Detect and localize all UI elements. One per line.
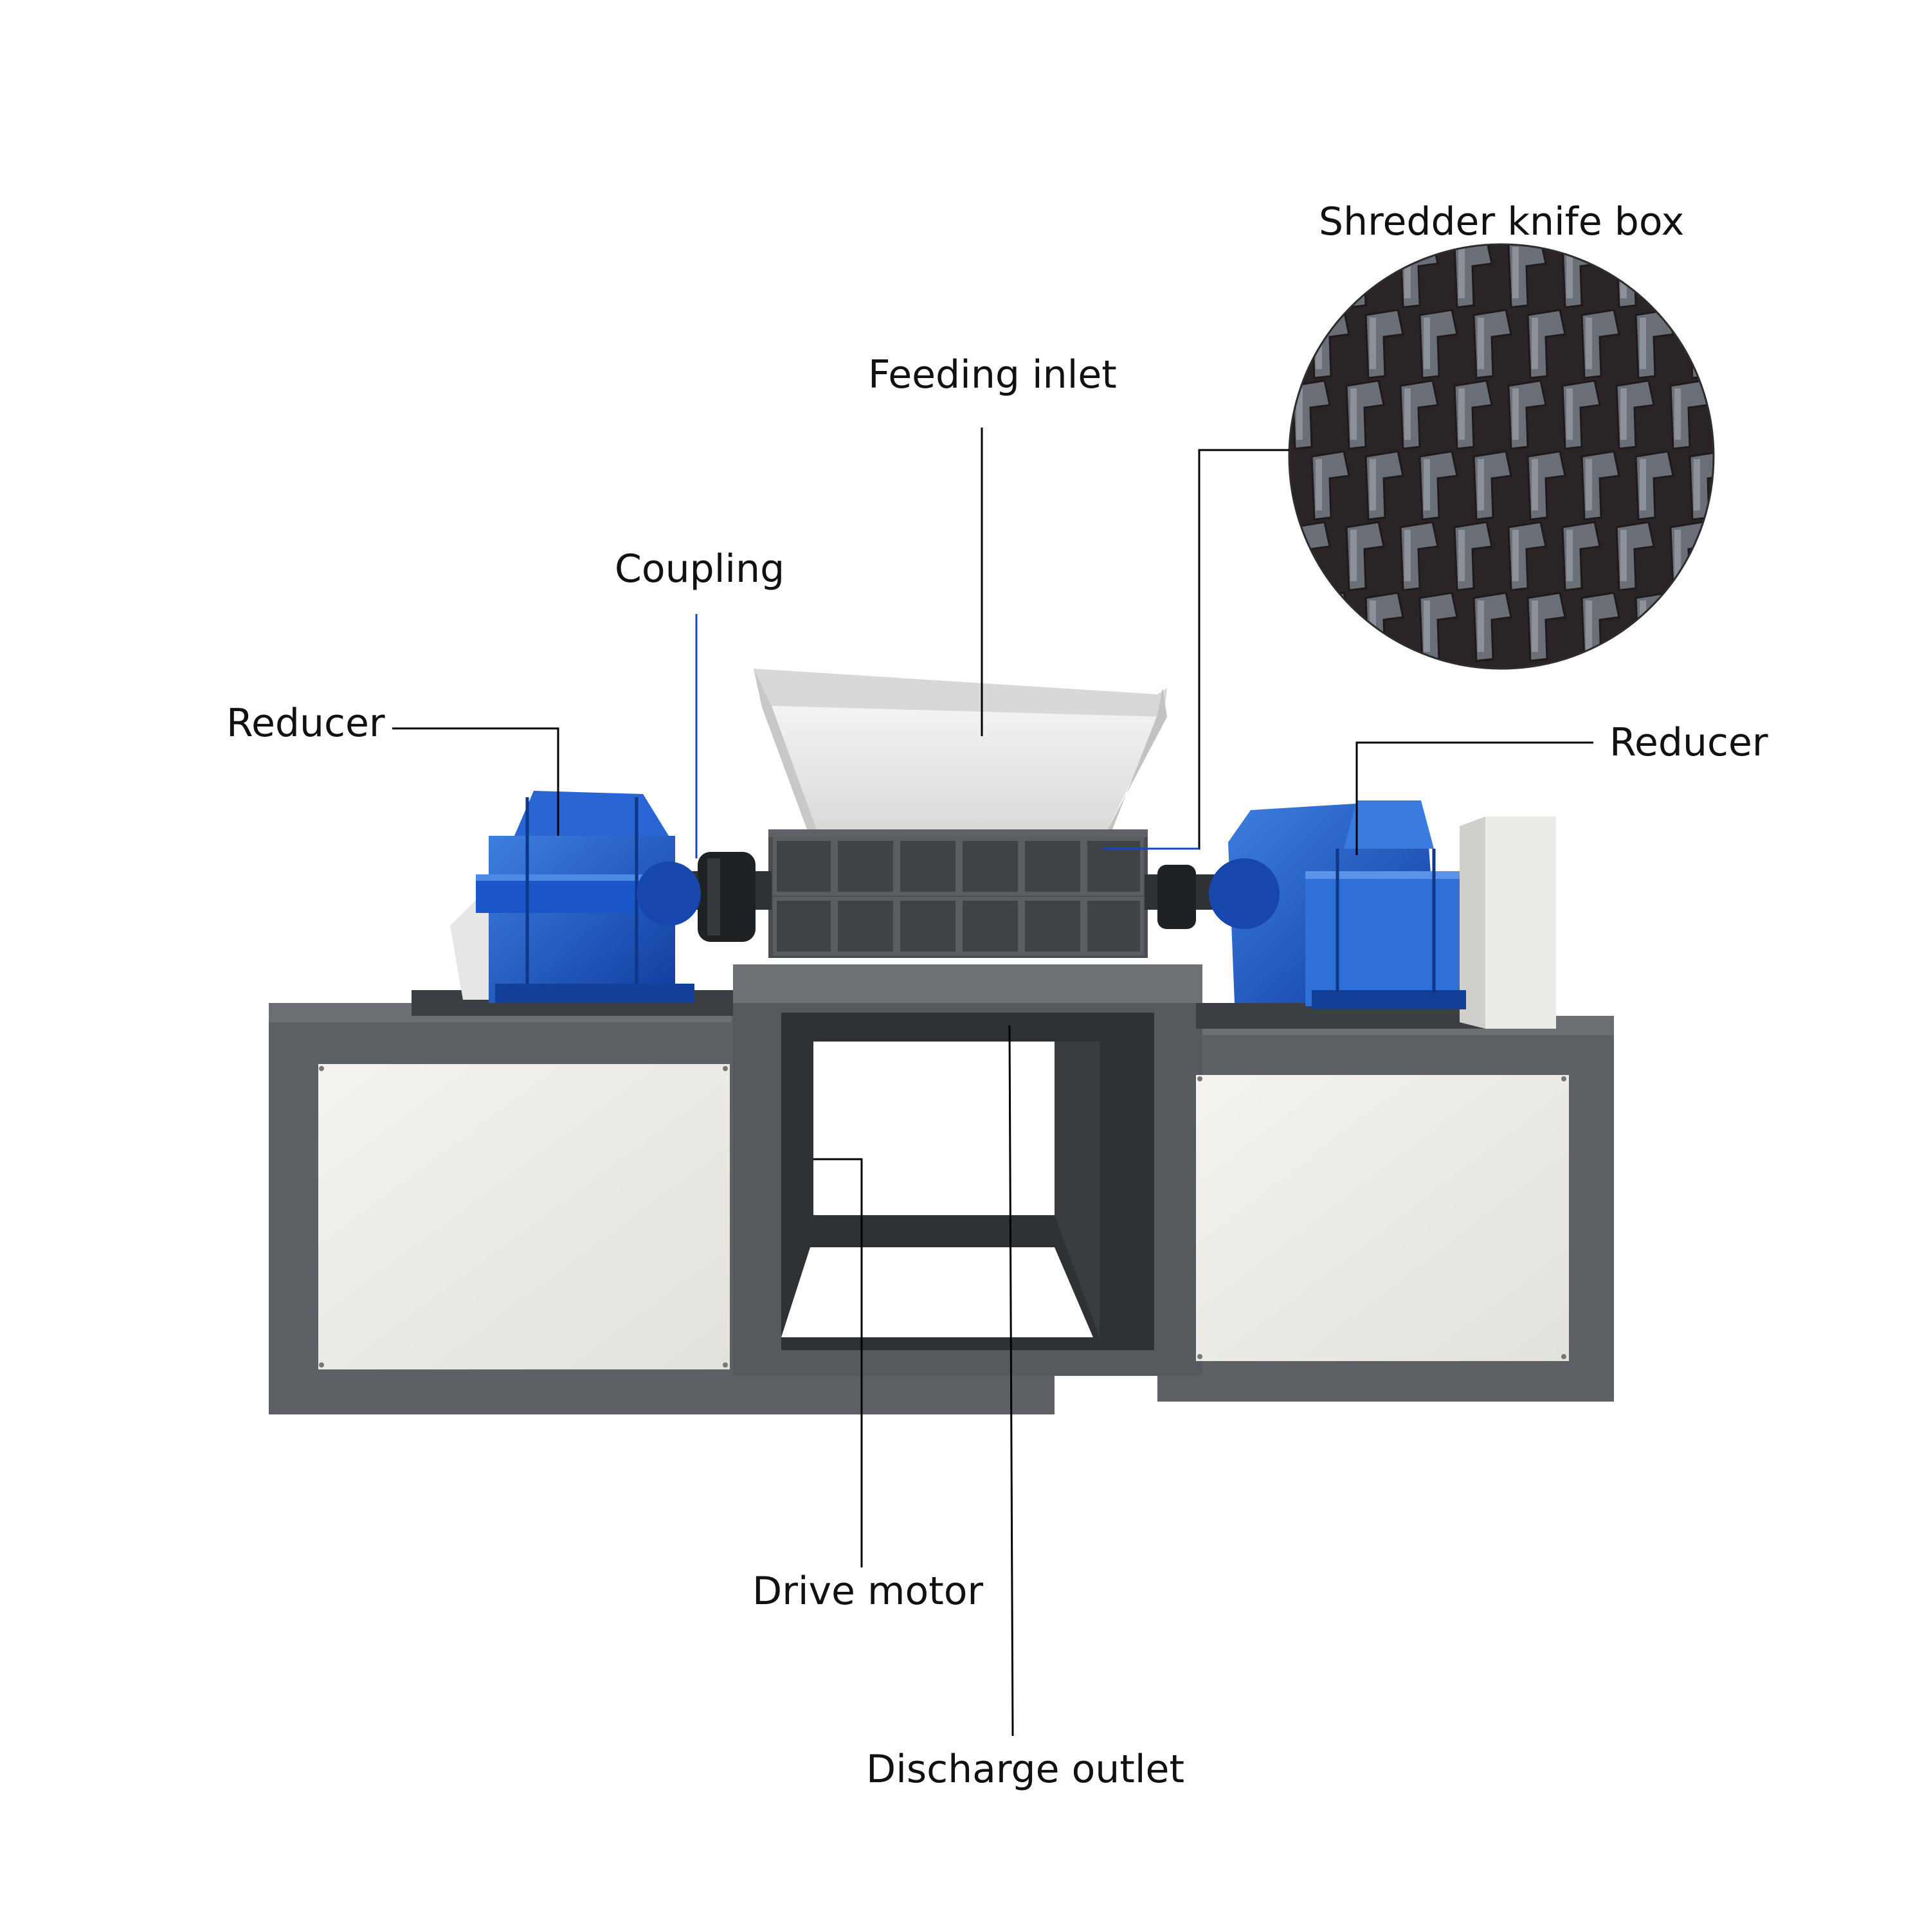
blade-highlight [1532,459,1538,510]
left-reducer [476,791,701,1003]
blade-highlight [1296,388,1303,440]
blade-highlight [1640,459,1646,510]
right-reducer [1209,800,1466,1009]
blade-tooth [1689,591,1714,662]
blade-highlight [1566,247,1573,298]
blade-highlight [1316,600,1322,652]
blade-highlight [1532,600,1538,652]
blade-tooth [1669,244,1709,309]
blade-highlight [1296,247,1303,298]
blade-highlight [1532,318,1538,369]
blade-highlight [1296,530,1303,581]
blade-highlight [1370,318,1376,369]
hopper-body [772,706,1163,833]
blade-highlight [1694,600,1700,652]
blade-highlight [1404,388,1411,440]
blade-highlight [1512,388,1519,440]
leader-discharge-outlet [1008,1025,1014,1737]
label-reducer-right: Reducer [1609,720,1768,765]
left-guard-plate [450,887,489,1000]
label-drive-motor: Drive motor [752,1569,984,1614]
blade-highlight [1424,600,1430,652]
blade-highlight [1478,459,1484,510]
coupling-left [698,852,756,942]
blade-highlight [1566,388,1573,440]
knife-box [768,829,1148,958]
blade-highlight [1674,388,1681,440]
blade-highlight [1424,459,1430,510]
blade-highlight [1694,318,1700,369]
blade-tooth [1689,309,1714,379]
leader-reducer-right [1355,741,1593,855]
blade-tooth [1310,591,1350,662]
label-reducer-left: Reducer [226,701,385,746]
blade-highlight [1674,247,1681,298]
blade-highlight [1640,600,1646,652]
blade-highlight [1620,388,1627,440]
blade-highlight [1458,530,1465,581]
blade-highlight [1478,318,1484,369]
blade-highlight [1620,247,1627,298]
feeding-hopper [754,669,1167,833]
blade-tooth [1291,244,1331,309]
coupling-right [1157,865,1196,929]
blade-highlight [1640,318,1646,369]
right-access-panel [1196,1075,1569,1361]
label-coupling: Coupling [615,546,785,591]
leader-knife-box [1103,449,1289,850]
blade-highlight [1586,600,1592,652]
blade-highlight [1512,247,1519,298]
blade-highlight [1316,459,1322,510]
leader-drive-motor [813,1158,863,1567]
right-guard-plate [1485,817,1556,1029]
blade-highlight [1350,247,1357,298]
leader-reducer-left [392,727,559,836]
blade-highlight [1620,530,1627,581]
blade-highlight [1674,530,1681,581]
blade-highlight [1586,318,1592,369]
blade-highlight [1350,388,1357,440]
blade-highlight [1404,247,1411,298]
blade-highlight [1458,388,1465,440]
blade-highlight [1350,530,1357,581]
left-access-panel [318,1064,730,1369]
blade-highlight [1512,530,1519,581]
blade-highlight [1586,459,1592,510]
label-feeding-inlet: Feeding inlet [868,352,1117,397]
label-discharge-outlet: Discharge outlet [866,1747,1184,1792]
shredder-knife-box-inset [1289,244,1714,669]
blade-highlight [1458,247,1465,298]
blade-highlight [1424,318,1430,369]
blade-highlight [1694,459,1700,510]
blade-highlight [1370,459,1376,510]
coupling-assembly [649,852,1235,942]
blade-highlight [1478,600,1484,652]
blade-highlight [1566,530,1573,581]
leader-lines [392,428,1593,1737]
label-shredder-knife-box: Shredder knife box [1319,199,1685,244]
base-frame [269,964,1614,1414]
blade-highlight [1404,530,1411,581]
